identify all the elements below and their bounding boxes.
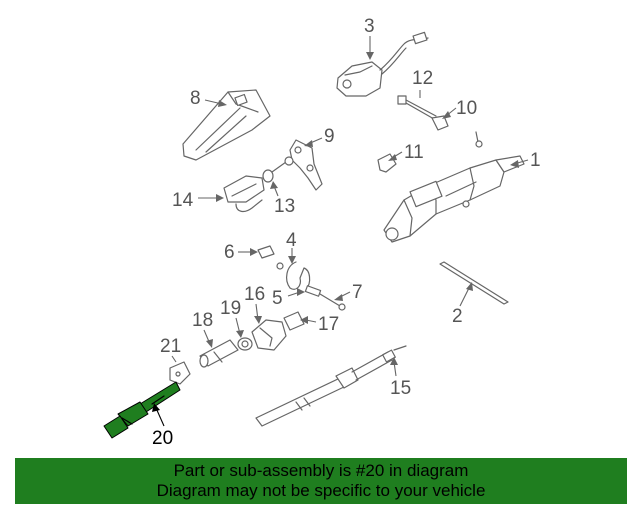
leader-lines bbox=[152, 36, 529, 427]
callout-12: 12 bbox=[412, 68, 433, 89]
callout-10: 10 bbox=[456, 98, 477, 119]
callout-15: 15 bbox=[390, 378, 411, 399]
part-6-block bbox=[257, 245, 275, 259]
callout-20: 20 bbox=[152, 428, 173, 449]
part-3-connector bbox=[336, 31, 429, 97]
banner-line-1: Part or sub-assembly is #20 in diagram bbox=[173, 461, 469, 480]
part-14-switch bbox=[223, 175, 265, 213]
callout-2: 2 bbox=[452, 306, 463, 327]
callout-3: 3 bbox=[364, 16, 375, 37]
callout-18: 18 bbox=[192, 310, 213, 331]
part-5-pin bbox=[304, 285, 322, 297]
part-1-column bbox=[383, 155, 525, 243]
callout-19: 19 bbox=[220, 298, 241, 319]
part-7-bolt bbox=[319, 293, 346, 311]
callout-8: 8 bbox=[190, 88, 201, 109]
part-21-block bbox=[169, 361, 191, 385]
callout-1: 1 bbox=[530, 150, 541, 171]
banner-line-2: Diagram may not be specific to your vehi… bbox=[156, 481, 486, 500]
callout-11: 11 bbox=[404, 142, 424, 163]
part-20-highlighted-shaft bbox=[103, 381, 181, 439]
callout-5: 5 bbox=[272, 288, 283, 309]
callout-16: 16 bbox=[244, 284, 265, 305]
callout-7: 7 bbox=[352, 282, 363, 303]
callout-21: 21 bbox=[160, 336, 181, 357]
part-4-spring bbox=[276, 261, 311, 291]
callout-13: 13 bbox=[274, 196, 295, 217]
info-banner: Part or sub-assembly is #20 in diagram D… bbox=[15, 458, 627, 504]
part-17-sleeve bbox=[283, 311, 305, 331]
part-10-clip bbox=[431, 115, 483, 148]
callout-14: 14 bbox=[172, 190, 194, 211]
callout-9: 9 bbox=[324, 126, 335, 147]
part-13-connector bbox=[262, 156, 294, 183]
parts-diagram: 1 2 3 4 5 6 7 8 9 10 11 12 13 14 15 16 1… bbox=[103, 16, 541, 449]
callout-4: 4 bbox=[286, 230, 297, 251]
part-2-strip bbox=[439, 261, 509, 305]
part-15-intermediate-shaft bbox=[255, 345, 407, 427]
callout-labels: 1 2 3 4 5 6 7 8 9 10 11 12 13 14 15 16 1… bbox=[152, 16, 541, 449]
part-9-bracket bbox=[289, 139, 323, 191]
callout-6: 6 bbox=[224, 242, 235, 263]
callout-17: 17 bbox=[318, 314, 339, 335]
part-19-ring bbox=[237, 337, 253, 351]
part-8-cover bbox=[182, 89, 271, 161]
part-18-shaft bbox=[199, 339, 239, 368]
part-12-bolt bbox=[397, 95, 437, 120]
part-16-coupler bbox=[251, 319, 287, 351]
